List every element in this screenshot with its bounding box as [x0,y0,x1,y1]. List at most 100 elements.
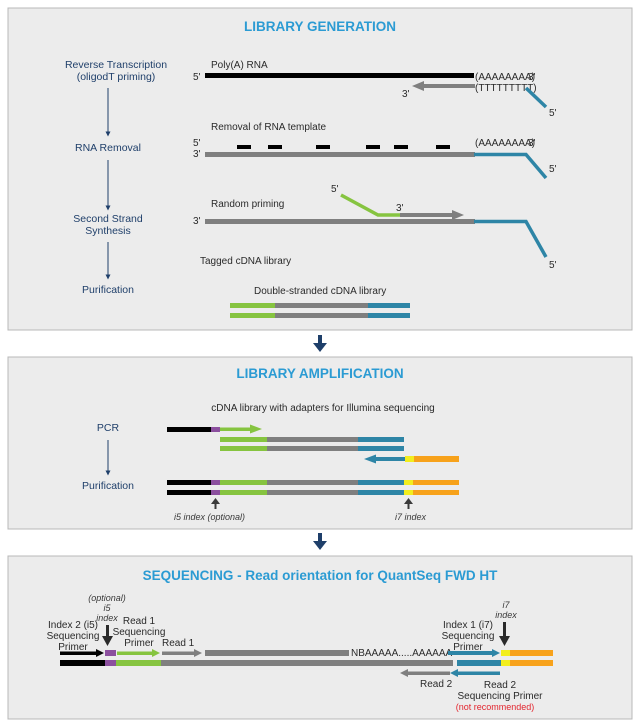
rna-fragment [436,145,450,149]
read2-arrowhead [400,669,408,677]
second-strand-extension [400,213,454,217]
seq-i5-bottom [105,660,116,666]
primer-5prime: 5' [331,184,339,195]
i7-pointer-stem [407,503,410,509]
ds-gray-top [275,303,368,308]
step-synthesis: Synthesis [85,225,131,237]
pcr-reverse-arrowhead [364,454,376,464]
section-arrow-stem [318,533,322,542]
i5-pointer-arrow-icon [211,498,220,504]
priming-3prime: 3' [193,216,201,227]
rna-fragment [237,145,251,149]
library-amplification-title: LIBRARY AMPLIFICATION [236,366,403,381]
pcr-reverse-primer [375,457,405,461]
read2-arrow-body [437,660,453,666]
rna-5prime: 5' [193,72,201,83]
read1-primer-line2: Sequencing [113,627,166,638]
read2-label: Read 2 [420,679,453,690]
ds-green-top [230,303,275,308]
index1-primer-line3: Primer [453,642,483,653]
i7-index-label: i7 index [395,512,427,522]
polya-rna-strand [205,73,474,78]
ds-green-bottom [230,313,275,318]
seq-i7-bottom [501,660,510,666]
seq-green-bottom [116,660,161,666]
step-rna-removal: RNA Removal [75,142,141,154]
p5-adapter [167,427,211,432]
final-green-bottom [220,490,267,495]
final-p5-bottom [167,490,211,495]
library-generation-title: LIBRARY GENERATION [244,19,396,34]
polya-sequence: NBAAAAA.....AAAAAA [351,648,452,659]
cdna-3prime: 3' [402,89,410,100]
final-i7-bottom [404,490,413,495]
lib-teal-top [358,437,404,442]
seq-p7-bottom [510,660,553,666]
lib-gray-top [267,437,358,442]
index2-primer-arrow [60,651,97,655]
i7-arrow-stem [503,622,506,637]
step-purification: Purification [82,284,134,296]
rna-fragment [394,145,408,149]
removal-3prime-left: 3' [193,149,201,160]
index1-primer-line1: Index 1 (i7) [443,620,493,631]
polyt-text: (TTTTTTTTT) [475,83,537,94]
insert-top [205,650,349,656]
i7-seq-label: i7 [502,600,510,610]
library-generation-panel [7,7,633,331]
step-second-strand: Second Strand [73,213,143,225]
library-amplification-panel [7,356,633,530]
lib-gray-bottom [267,446,358,451]
polya-rna-label: Poly(A) RNA [211,60,268,71]
first-strand-arrowhead [412,81,424,91]
final-gray-bottom [267,490,358,495]
rna-fragment [316,145,330,149]
index2-primer-line3: Primer [58,642,88,653]
final-p7-bottom [413,490,459,495]
read2-primer-line2: Sequencing Primer [457,691,543,702]
i7-pointer-arrow-icon [404,498,413,504]
template-strand [205,219,475,224]
seq-teal-bottom [457,660,501,666]
final-i5-top [211,480,220,485]
read1-primer-line3: Primer [124,638,154,649]
insert-bottom [161,660,437,666]
step-oligodt-priming: (oligodT priming) [77,71,156,83]
section-arrow-stem [318,335,322,344]
first-strand-cdna [422,84,475,88]
second-strand-arrowhead [452,210,464,220]
read2-arrow [406,671,450,675]
ds-teal-bottom [368,313,410,318]
section-arrow-down-icon [313,541,327,550]
pcr-forward-primer [220,427,251,431]
step-pcr: PCR [97,422,120,434]
lib-green-bottom [220,446,267,451]
polya-tail-text: (AAAAAAAA) [475,72,535,83]
pcr-forward-arrowhead [250,424,262,434]
tagged-library-label: Tagged cDNA library [200,256,291,267]
sequencing-title: SEQUENCING - Read orientation for QuantS… [143,568,499,583]
i5-pointer-stem [214,503,217,509]
read2-primer-arrow [456,671,500,675]
p7-adapter [414,456,459,462]
seq-i5-top [105,650,116,656]
adapters-label: cDNA library with adapters for Illumina … [211,403,434,414]
removal-label: Removal of RNA template [211,122,326,133]
final-p5-top [167,480,211,485]
read2-primer-line1: Read 2 [484,680,517,691]
seq-i7-top [501,650,510,656]
priming-adapter-5prime: 5' [549,260,557,271]
rna-fragment [268,145,282,149]
i5-index-label: i5 index (optional) [174,512,245,522]
seq-p7-top [510,650,553,656]
read1-primer-line1: Read 1 [123,616,156,627]
index1-primer-arrow [448,651,494,655]
removal-5prime: 5' [193,138,201,149]
i5-optional-label: (optional) [88,593,126,603]
final-i5-bottom [211,490,220,495]
final-teal-top [358,480,404,485]
index1-primer-line2: Sequencing [442,631,495,642]
i7-down-arrow-icon [499,636,510,646]
